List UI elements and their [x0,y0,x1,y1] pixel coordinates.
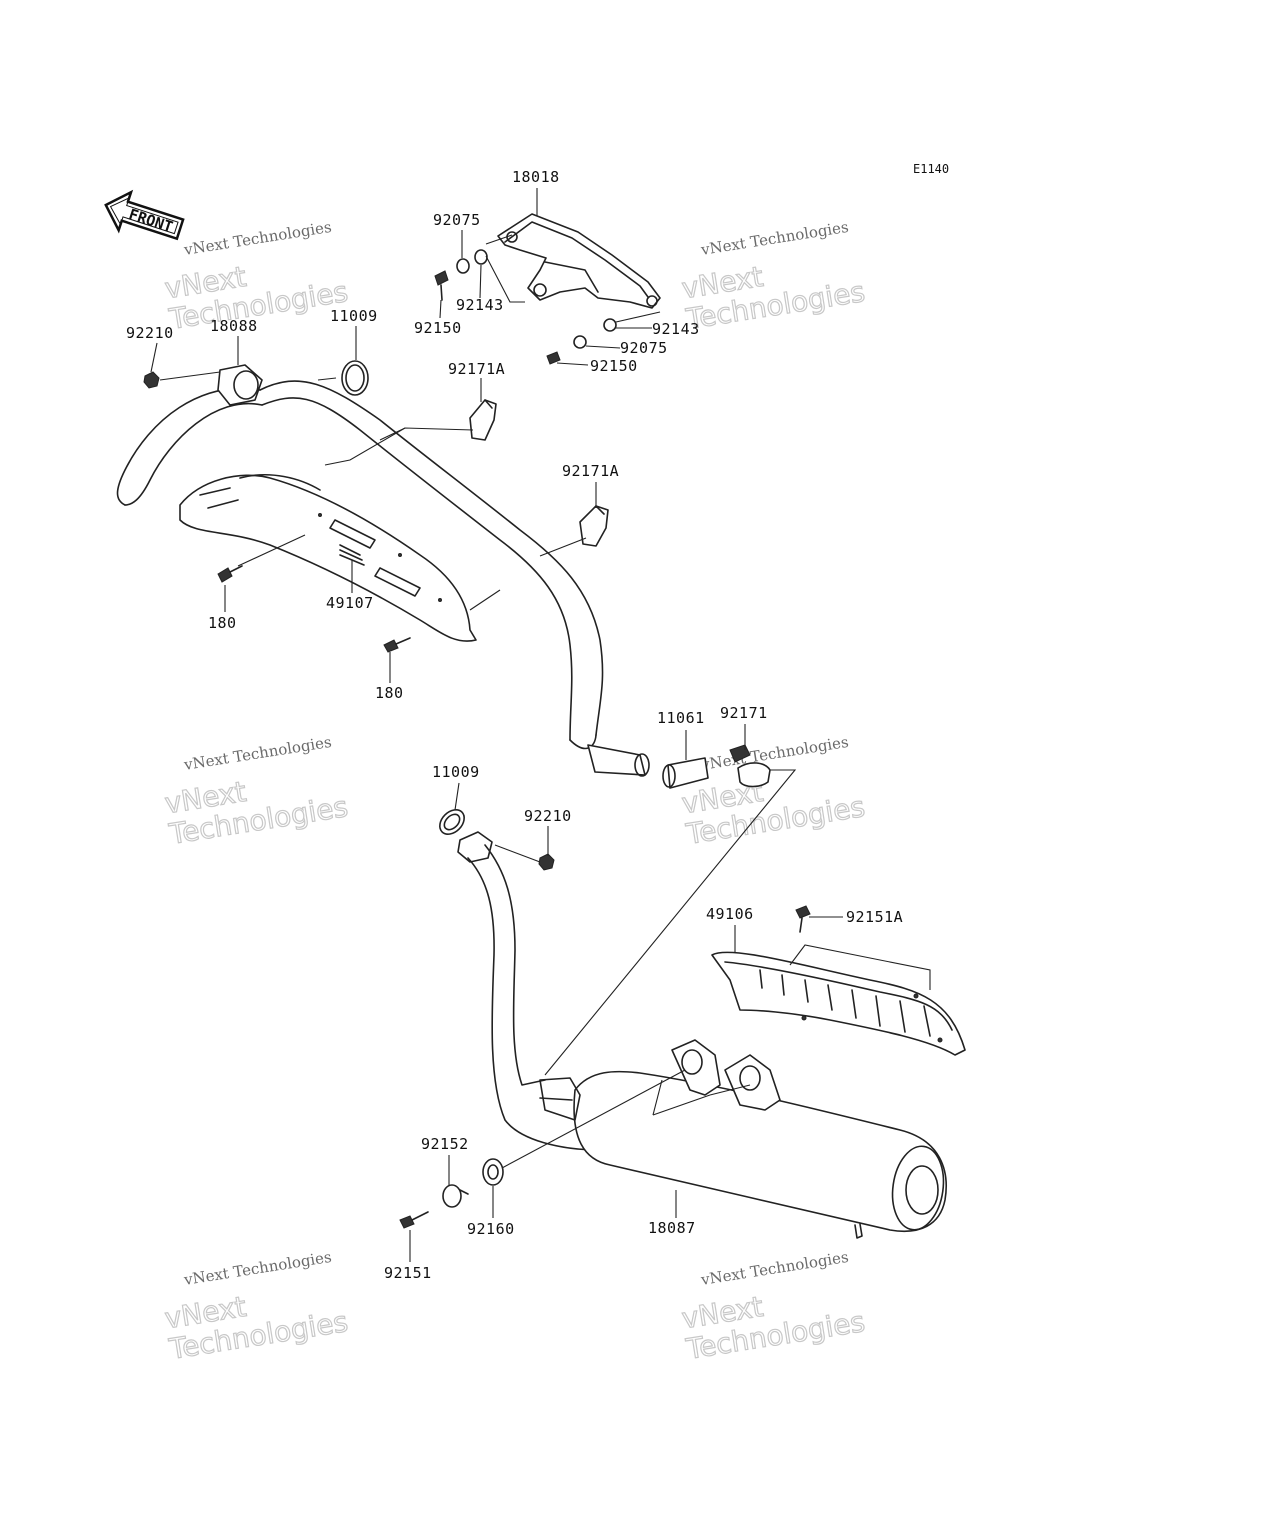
heat-guard-bracket [497,213,661,309]
label-92151A: 92151A [846,908,903,926]
watermark-text: vNext Technologies [182,733,333,774]
label-18018: 18018 [512,168,560,186]
watermark-text: vNext Technologies [182,218,333,259]
bolt-92151A [795,905,811,933]
label-92150-a: 92150 [414,319,462,337]
gasket-upper [341,360,369,396]
label-92143-b: 92143 [652,320,700,338]
clamp-92171 [729,744,771,788]
label-11061: 11061 [657,709,705,727]
watermark-text: vNext Technologies [699,1248,850,1289]
diagram-code: E1140 [913,162,949,176]
bracket-92171A-lower [579,505,609,547]
bolt-92150-b [546,351,561,365]
label-92143-a: 92143 [456,296,504,314]
exhaust-pipe-rear [457,831,601,1151]
label-92075-b: 92075 [620,339,668,357]
watermark-text: vNext Technologies [699,218,850,259]
label-180-b: 180 [375,684,404,702]
label-18087: 18087 [648,1219,696,1237]
bolt-92151 [399,1211,429,1229]
label-92075-a: 92075 [433,211,481,229]
label-11009-b: 11009 [432,763,480,781]
watermark-text: vNext Technologies [699,733,850,774]
collar-92075-b [573,335,587,349]
joint-pipe [662,757,709,789]
rubber-92143-b [603,318,617,332]
heat-guard-rear [711,951,966,1056]
heat-guard-front [179,473,477,642]
front-arrow: FRONT [104,189,185,241]
label-92160: 92160 [467,1220,515,1238]
label-92210-a: 92210 [126,324,174,342]
nut-upper [143,371,160,389]
label-92150-b: 92150 [590,357,638,375]
label-11009-a: 11009 [330,307,378,325]
watermark-outline: vNextTechnologies [162,1275,351,1366]
part-labels: 18018 92075 92143 92150 92143 92075 9215… [126,168,903,1282]
collar-92152 [442,1184,469,1208]
bolt-92150-a [434,270,449,301]
bolt-180-b [383,637,411,653]
label-92171A-b: 92171A [562,462,619,480]
bolt-180-a [217,565,243,583]
label-49107: 49107 [326,594,374,612]
label-92151: 92151 [384,1264,432,1282]
leader-lines [150,188,931,1262]
label-92152: 92152 [421,1135,469,1153]
label-18088: 18088 [210,317,258,335]
label-92210-b: 92210 [524,807,572,825]
watermark-text: vNext Technologies [182,1248,333,1289]
label-180-a: 180 [208,614,237,632]
exhaust-flange [217,364,263,406]
watermark-outline: vNextTechnologies [679,1275,868,1366]
rubber-92143-a [474,249,488,265]
gasket-lower [439,809,465,835]
nut-lower [538,853,555,871]
label-92171A-a: 92171A [448,360,505,378]
label-49106: 49106 [706,905,754,923]
watermark-outline: vNextTechnologies [679,245,868,336]
watermark-outline: vNextTechnologies [162,760,351,851]
damper-92160 [482,1158,504,1186]
label-92171: 92171 [720,704,768,722]
muffler [539,1039,947,1239]
bracket-92171A-upper [469,399,497,441]
collar-92075-a [456,258,470,274]
heat-guard-slots [759,969,931,1037]
